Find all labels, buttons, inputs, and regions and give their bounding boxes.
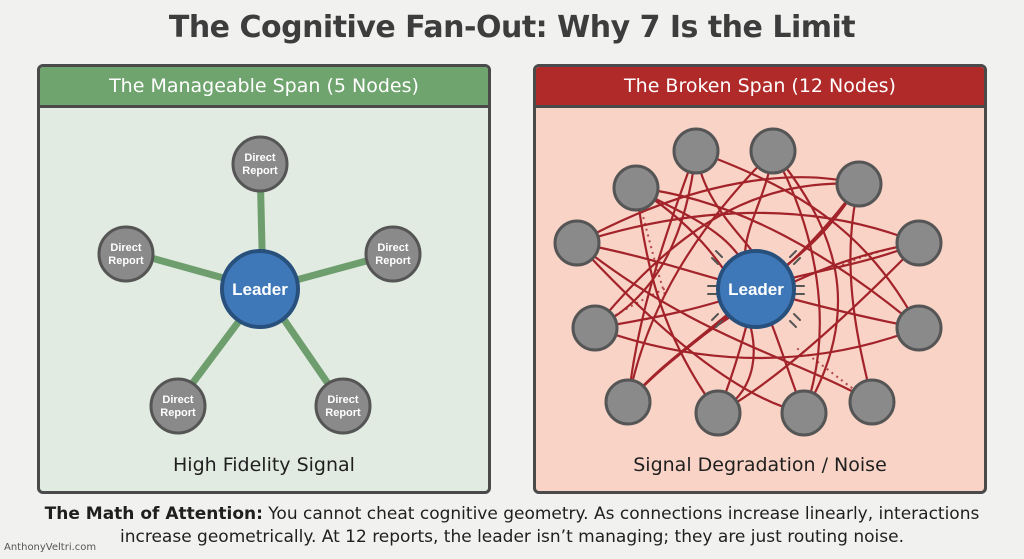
- report-node: [571, 304, 619, 352]
- report-nodes: [553, 127, 943, 437]
- report-node: [895, 304, 943, 352]
- report-node: [672, 127, 720, 175]
- svg-text:Direct: Direct: [110, 242, 142, 254]
- svg-text:Leader: Leader: [728, 280, 784, 299]
- broken-span-diagram: Leader: [553, 127, 943, 437]
- svg-text:Direct: Direct: [377, 242, 409, 254]
- broken-span-header: The Broken Span (12 Nodes): [536, 67, 984, 108]
- footer-line-1: The Math of Attention: You cannot cheat …: [0, 503, 1024, 526]
- report-node: [604, 378, 652, 426]
- direct-report-node: Direct Report: [231, 135, 289, 193]
- footer-text-1: You cannot cheat cognitive geometry. As …: [262, 504, 980, 524]
- report-node: [848, 378, 896, 426]
- footer-line-2: increase geometrically. At 12 reports, t…: [120, 527, 904, 547]
- report-node: [612, 164, 660, 212]
- report-node: [749, 127, 797, 175]
- footer-heading: The Math of Attention:: [44, 504, 263, 524]
- report-node: [694, 389, 742, 437]
- report-node: [835, 160, 883, 208]
- report-node: [780, 389, 828, 437]
- svg-text:Direct: Direct: [162, 394, 194, 406]
- broken-span-panel: The Broken Span (12 Nodes): [533, 64, 987, 494]
- svg-text:Direct: Direct: [244, 152, 276, 164]
- report-node: [553, 219, 601, 267]
- manageable-span-panel: The Manageable Span (5 Nodes) Direct Rep…: [37, 64, 491, 494]
- direct-report-node: Direct Report: [314, 377, 372, 435]
- svg-text:Leader: Leader: [232, 280, 288, 299]
- direct-report-node: Direct Report: [149, 377, 207, 435]
- noise-marks: [707, 250, 805, 328]
- watermark: AnthonyVeltri.com: [4, 542, 97, 553]
- svg-text:Report: Report: [108, 255, 144, 267]
- leader-node: Leader: [220, 249, 300, 329]
- svg-text:Report: Report: [325, 407, 361, 419]
- svg-text:Report: Report: [242, 165, 278, 177]
- direct-report-node: Direct Report: [364, 225, 422, 283]
- footer-note: The Math of Attention: You cannot cheat …: [0, 503, 1024, 549]
- broken-span-caption: Signal Degradation / Noise: [633, 454, 887, 476]
- svg-text:Report: Report: [160, 407, 196, 419]
- svg-text:Direct: Direct: [327, 394, 359, 406]
- page-title: The Cognitive Fan-Out: Why 7 Is the Limi…: [168, 10, 856, 45]
- direct-report-node: Direct Report: [97, 225, 155, 283]
- report-node: [895, 219, 943, 267]
- manageable-span-header: The Manageable Span (5 Nodes): [40, 67, 488, 108]
- leader-node: Leader: [716, 249, 796, 329]
- manageable-span-caption: High Fidelity Signal: [173, 454, 355, 476]
- manageable-span-diagram: Direct Report Direct Report Direct Repor…: [97, 135, 422, 435]
- svg-text:Report: Report: [375, 255, 411, 267]
